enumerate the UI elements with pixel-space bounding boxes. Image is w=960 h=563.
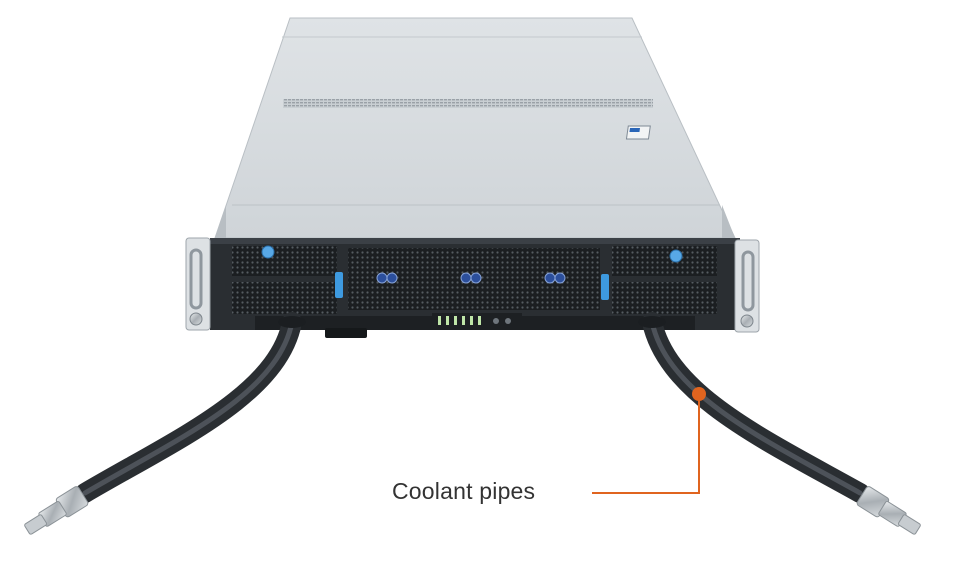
front-vent-left-top xyxy=(232,246,337,276)
coolant-callout xyxy=(592,387,706,494)
right-thumbscrew-icon xyxy=(740,314,754,328)
front-vent-left-bottom xyxy=(232,282,337,314)
left-pipe-highlight xyxy=(82,319,295,496)
left-coolant-pipe xyxy=(24,312,306,535)
front-vent-right-bottom xyxy=(612,282,717,314)
right-pipe-highlight xyxy=(649,319,863,496)
right-pipe-collar xyxy=(638,316,666,328)
lid-label-plate xyxy=(625,125,651,140)
front-bezel-trim xyxy=(210,238,740,244)
chassis-left-side xyxy=(215,205,226,238)
right-blue-lever xyxy=(601,274,609,300)
front-pull-tab xyxy=(325,328,367,338)
status-led-panel xyxy=(432,313,522,329)
left-handle-grip xyxy=(189,248,203,310)
server-chassis xyxy=(185,17,760,338)
left-pipe-collar xyxy=(278,316,306,328)
quick-connectors xyxy=(376,272,566,284)
right-latch-knob xyxy=(669,249,683,263)
callout-leader-line xyxy=(592,394,700,494)
right-handle-grip xyxy=(741,250,755,312)
left-pipe-fitting-icon xyxy=(24,486,89,535)
right-pipe-hose xyxy=(642,312,870,503)
right-pipe-fitting-icon xyxy=(856,486,921,535)
left-pipe-hose xyxy=(75,312,302,503)
left-latch-knob xyxy=(261,245,275,259)
front-vent-right-top xyxy=(612,246,717,276)
left-blue-lever xyxy=(335,272,343,298)
lid-label-accent xyxy=(629,128,641,132)
lid-vent-slots xyxy=(283,99,653,108)
callout-marker-icon xyxy=(692,387,706,401)
callout-label: Coolant pipes xyxy=(392,478,536,504)
right-coolant-pipe xyxy=(638,312,921,535)
left-thumbscrew-icon xyxy=(189,312,203,326)
chassis-right-side xyxy=(722,205,735,238)
